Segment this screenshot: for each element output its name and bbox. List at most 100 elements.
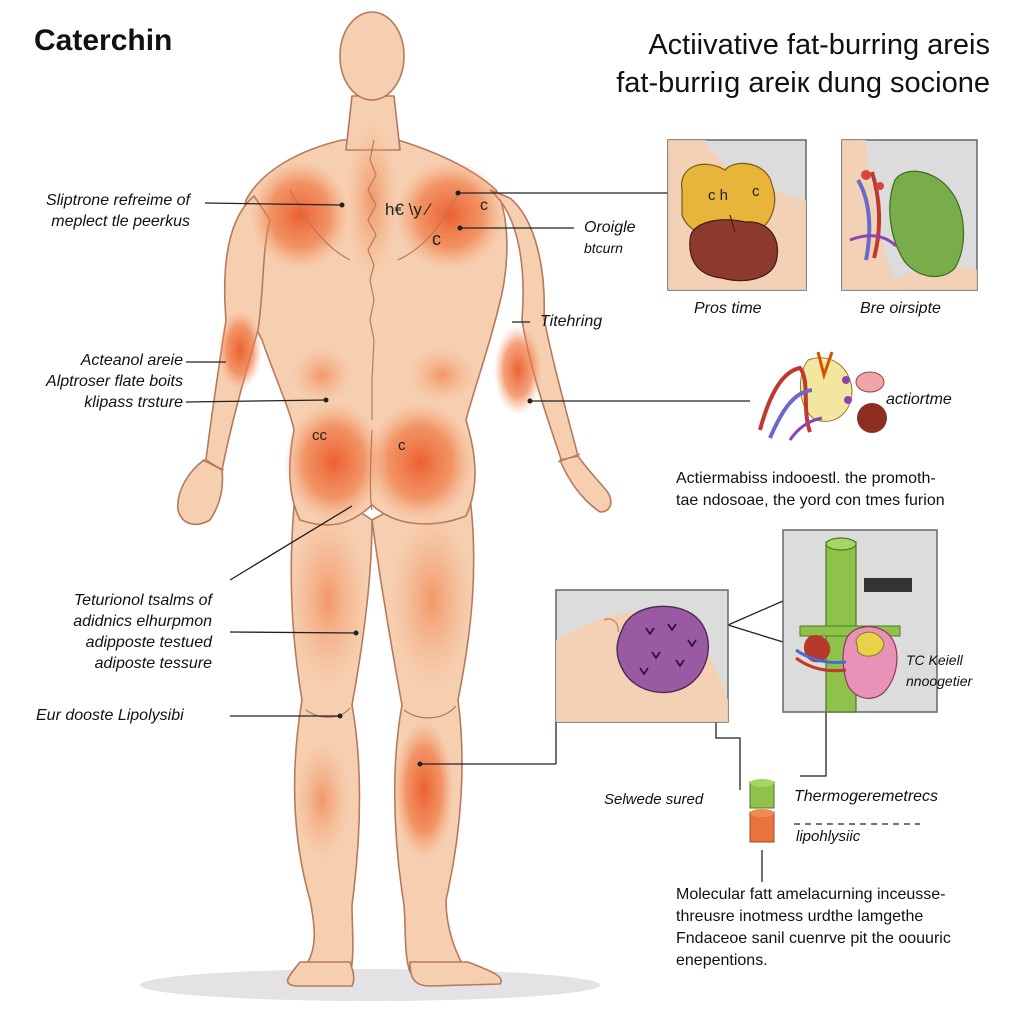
- heat-zone-thigh-right: [390, 510, 474, 690]
- right-hand: [559, 455, 612, 513]
- legend-tubes: [749, 779, 775, 843]
- label-left-3-line-2: adidnics elhurpmon: [73, 613, 212, 630]
- dot-l4: [337, 713, 343, 719]
- action-description-line-1: Actiermabiss indooestl. the promoth-: [676, 470, 936, 487]
- heat-zone-lower-back-left: [292, 347, 352, 403]
- left-wrist-band: [201, 459, 225, 471]
- label-kidney-line-1: TC Keiell: [906, 652, 963, 668]
- heat-zone-lower-back-right: [408, 347, 476, 403]
- panel-organs-2: [841, 139, 978, 291]
- bottom-description: Molecular fatt amelacurning inceusse- th…: [676, 884, 951, 972]
- heat-zone-left-arm: [218, 310, 262, 390]
- mark-shoulder-1: c: [480, 197, 488, 214]
- dot-origle: [457, 225, 463, 231]
- dot-l1: [339, 202, 345, 208]
- left-hand: [177, 459, 224, 526]
- label-left-2-line-2: Alptroser flate boits: [46, 373, 183, 390]
- label-left-1-line-1: Sliptrone refreime of: [45, 192, 190, 209]
- panel-action: [758, 351, 887, 441]
- dot-calf: [417, 761, 423, 767]
- heat-zone-right-arm: [494, 325, 542, 415]
- right-wrist-band: [557, 453, 581, 463]
- green-organ: [889, 170, 965, 278]
- action-brown-cell: [857, 403, 887, 433]
- tissue-marks: [639, 623, 697, 676]
- label-origle-line-2: btcurn: [584, 240, 623, 256]
- heat-zone-calf-left: [294, 740, 350, 860]
- fat-burning-heat-zones: [218, 120, 542, 860]
- left-knee-line: [305, 707, 351, 718]
- yellow-kidney-lobe: [855, 631, 885, 657]
- purple-fat-tissue: [616, 605, 709, 694]
- title-right: Actiivative fat-burring areis fat-burriı…: [560, 26, 990, 102]
- kidney-vessel-red: [795, 656, 847, 673]
- heat-zone-glute-left: [284, 402, 384, 522]
- label-left-1: Sliptrone refreime of meplect tle peerku…: [10, 190, 190, 232]
- panel-organs-2-skin: [842, 140, 900, 290]
- bottom-description-line-2: threusre inotmess urdthe lamgethe: [676, 908, 924, 925]
- heat-zone-glute-right: [366, 402, 474, 522]
- action-purple-vessel: [788, 416, 823, 441]
- mark-neck: h€ \y ⁄: [385, 200, 433, 219]
- panel-organs-1: [667, 139, 807, 291]
- heat-zone-thigh-left: [288, 510, 368, 690]
- dark-block: [864, 578, 912, 592]
- panel-tissue: [555, 589, 729, 723]
- leader-l1: [204, 202, 343, 206]
- label-left-4: Eur dooste Lipolysibi: [36, 707, 184, 724]
- label-left-2-line-1: Acteanol areie: [80, 352, 183, 369]
- mark-glute-right: c: [398, 437, 406, 454]
- right-foot: [409, 961, 502, 987]
- ground-shadow: [140, 969, 600, 1001]
- left-scapula: [289, 189, 351, 261]
- label-left-3-line-3: adipposte testued: [85, 634, 212, 651]
- label-action: actiortme: [886, 391, 952, 408]
- action-blue-vessel: [768, 388, 813, 439]
- leader-thermo: [800, 712, 827, 777]
- purple-vessel: [849, 234, 898, 248]
- label-left-3-line-1: Teturionol tsalms of: [73, 592, 212, 609]
- panel-kidney: [782, 529, 938, 713]
- mark-shoulder-2: c: [432, 229, 441, 249]
- caption-organs-1: Pros time: [694, 300, 762, 317]
- label-left-3: Teturionol tsalms of adidnics elhurpmon …: [10, 590, 212, 674]
- legend-swede: Selwede sured: [604, 791, 704, 808]
- title-left: Caterchin: [34, 24, 173, 57]
- action-dot-1: [842, 376, 850, 384]
- legend-thermo: Thermogeremetrecs: [794, 788, 939, 805]
- body-contours: [201, 139, 581, 719]
- leader-lines: [185, 192, 920, 882]
- left-foot: [286, 961, 355, 987]
- red-vessel: [870, 171, 882, 259]
- legend-orange-cap: [750, 809, 774, 817]
- tissue-lobe-edge: [603, 618, 620, 633]
- bottom-description-line-4: enepentions.: [676, 952, 768, 969]
- body-marks: h€ \y ⁄ c c cc c c h c: [312, 183, 760, 454]
- action-description: Actiermabiss indooestl. the promoth- tae…: [676, 468, 945, 512]
- action-dot-2: [844, 396, 852, 404]
- mark-glute-left: cc: [312, 427, 328, 444]
- legend-lipo: lipohlysiic: [796, 828, 861, 845]
- kidney-vessel-blue: [795, 648, 847, 664]
- label-left-1-line-2: meplect tle peerkus: [51, 213, 190, 230]
- heat-zone-spine: [346, 120, 398, 280]
- leader-kidney-left2: [727, 624, 784, 643]
- action-red-vessel: [758, 365, 812, 433]
- caption-organs-2: Bre oirsipte: [860, 300, 941, 317]
- leader-swede: [715, 722, 741, 790]
- leader-l3a: [229, 505, 353, 581]
- action-description-line-2: tae ndosoae, the yord con tmes furion: [676, 492, 945, 509]
- leader-dots: [323, 190, 533, 767]
- panel-organs-2-skin2: [880, 266, 977, 290]
- mark-organ-1: c h: [708, 187, 728, 204]
- label-tethring: Titehring: [540, 313, 603, 330]
- title-right-line-2: fat-burriıg areiк dung socione: [616, 67, 990, 99]
- spine-line: [367, 139, 377, 420]
- red-kidney-part: [803, 634, 831, 663]
- leader-l2b: [185, 399, 327, 403]
- right-knee-line: [403, 705, 457, 719]
- mark-organ-2: c: [752, 183, 760, 200]
- red-organ: [689, 219, 778, 282]
- label-kidney-line-2: nnoogetier: [906, 673, 973, 689]
